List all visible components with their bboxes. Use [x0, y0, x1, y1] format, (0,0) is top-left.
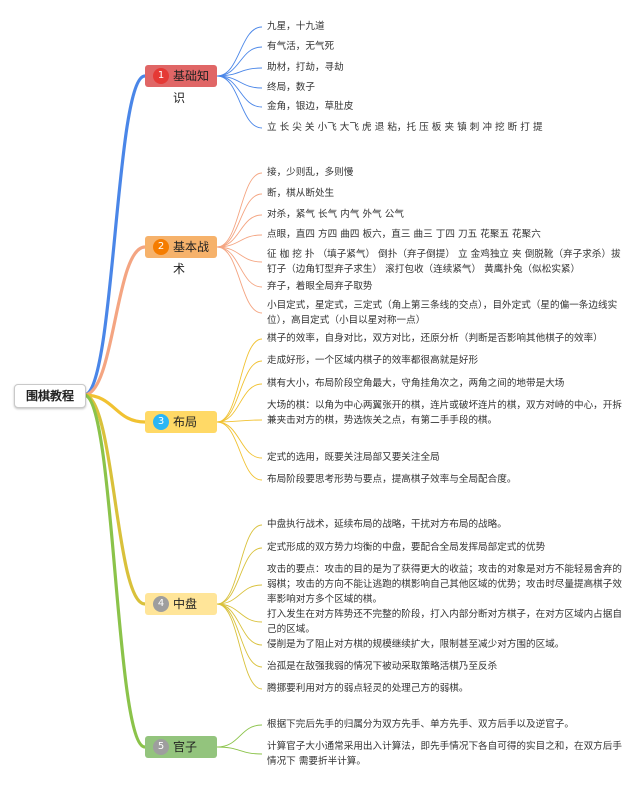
leaf-connector — [216, 724, 263, 748]
leaf-connector — [216, 746, 263, 755]
leaf-item: 棋子的效率，自身对比，双方对比，还原分析（判断是否影响其他棋子的效率） — [267, 333, 603, 344]
leaf-item: 治孤是在敌强我弱的情况下被动采取策略活棋乃至反杀 — [267, 661, 498, 672]
leaf-connector — [216, 584, 263, 605]
leaf-connector — [216, 46, 263, 77]
leaf-connector — [216, 246, 263, 314]
branch-connector — [83, 393, 146, 749]
leaf-connector — [216, 338, 263, 423]
leaf-connector — [216, 75, 263, 108]
leaf-item: 攻击的要点：攻击的目的是为了获得更大的收益；攻击的对象是对方不能轻易舍弃的弱棋；… — [267, 564, 622, 605]
leaf-item: 立 长 尖 关 小飞 大飞 虎 退 粘，托 压 板 夹 镇 刺 冲 挖 断 打 … — [267, 122, 543, 133]
leaf-connector — [216, 603, 263, 690]
root-node[interactable]: 围棋教程 — [14, 384, 86, 408]
branch-endgame[interactable]: 5 官子 — [145, 736, 217, 758]
number-badge: 3 — [153, 414, 169, 430]
leaf-connector — [216, 603, 263, 668]
branch-connector — [83, 245, 146, 397]
leaf-connector — [216, 67, 263, 77]
leaf-connector — [216, 421, 263, 481]
leaf-item: 助材，打劫，寻劫 — [267, 62, 344, 73]
leaf-item: 打入发生在对方阵势还不完整的阶段，打入内部分断对方棋子，在对方区域内占据自己的区… — [267, 609, 622, 635]
branch-connector — [83, 393, 146, 424]
leaf-connector — [216, 246, 263, 288]
leaf-connector — [216, 193, 263, 248]
leaf-connector — [216, 172, 263, 248]
leaf-item: 侵削是为了阻止对方棋的规模继续扩大，限制甚至减少对方围的区域。 — [267, 639, 565, 650]
branch-connector — [83, 393, 146, 606]
leaf-connector — [216, 603, 263, 646]
leaf-connector — [216, 383, 263, 423]
leaf-item: 征 枷 挖 扑 （填子紧气） 倒扑（弃子倒提） 立 金鸡独立 夹 倒脱靴（弃子求… — [267, 249, 621, 275]
leaf-item: 中盘执行战术，延续布局的战略，干扰对方布局的战略。 — [267, 519, 507, 530]
branch-opening[interactable]: 3 布局 — [145, 411, 217, 433]
branch-tactics[interactable]: 2 基本战术 — [145, 236, 217, 276]
leaf-item: 棋有大小，布局阶段空角最大，守角挂角次之，两角之间的地带是大场 — [267, 378, 565, 389]
leaf-item: 腾挪要利用对方的弱点轻灵的处理己方的弱棋。 — [267, 683, 469, 694]
leaf-item: 大场的棋：以角为中心两翼张开的棋，连片或破坏连片的棋，双方对峙的中心，开拆兼夹击… — [267, 400, 622, 426]
leaf-item: 定式形成的双方势力均衡的中盘，要配合全局发挥局部定式的优势 — [267, 542, 546, 553]
leaf-connector — [216, 524, 263, 605]
leaf-item: 走成好形，一个区域内棋子的效率都很高就是好形 — [267, 355, 479, 366]
leaf-connector — [216, 421, 263, 459]
leaf-item: 布局阶段要思考形势与要点，提高棋子效率与全局配合度。 — [267, 474, 517, 485]
number-badge: 5 — [153, 739, 169, 755]
leaf-connector — [216, 26, 263, 77]
number-badge: 1 — [153, 68, 169, 84]
leaf-item: 终局，数子 — [267, 82, 315, 93]
leaf-connector — [216, 360, 263, 423]
leaf-item: 九星，十九道 — [267, 21, 325, 32]
branch-label: 基本战术 — [173, 240, 210, 276]
branch-middlegame[interactable]: 4 中盘 — [145, 593, 217, 615]
leaf-item: 点眼，直四 方四 曲四 板六，直三 曲三 丁四 刀五 花聚五 花聚六 — [267, 229, 541, 240]
leaf-connector — [216, 547, 263, 605]
branch-label: 布局 — [173, 415, 198, 429]
leaf-item: 定式的选用，既要关注局部又要关注全局 — [267, 452, 440, 463]
branch-connector — [83, 74, 146, 397]
leaf-item: 断，棋从断处生 — [267, 188, 335, 199]
branch-label: 基础知识 — [173, 69, 210, 105]
branch-label: 官子 — [173, 740, 198, 754]
leaf-connector — [216, 214, 263, 248]
leaf-item: 根据下完后先手的归属分为双方先手、单方先手、双方后手以及逆官子。 — [267, 719, 574, 730]
number-badge: 4 — [153, 596, 169, 612]
leaf-item: 有气活，无气死 — [267, 41, 335, 52]
leaf-item: 金角，银边，草肚皮 — [267, 101, 354, 112]
leaf-connector — [216, 419, 263, 423]
leaf-item: 小目定式，星定式，三定式（角上第三条线的交点），目外定式（星的偏一条边线实位），… — [267, 300, 618, 326]
leaf-connector — [216, 75, 263, 129]
leaf-connector — [216, 234, 263, 248]
branch-basics[interactable]: 1 基础知识 — [145, 65, 217, 105]
branch-label: 中盘 — [173, 597, 198, 611]
number-badge: 2 — [153, 239, 169, 255]
leaf-item: 接，少则乱，多则慢 — [267, 167, 354, 178]
leaf-item: 对杀，紧气 长气 内气 外气 公气 — [267, 209, 404, 220]
leaf-item: 弃子，着眼全局弃子取势 — [267, 281, 373, 292]
leaf-item: 计算官子大小通常采用出入计算法，即先手情况下各自可得的实目之和，在双方后手情况下… — [267, 741, 622, 767]
